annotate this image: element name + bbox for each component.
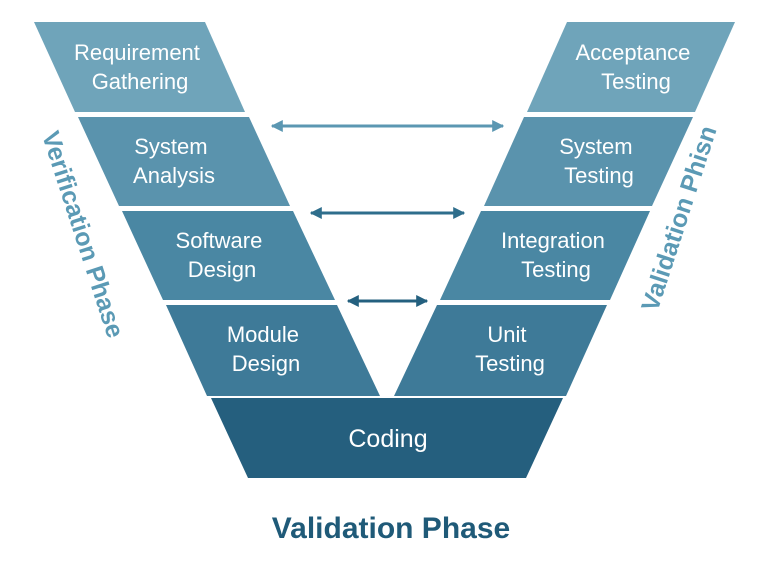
left-stage-module-design: Module Design bbox=[166, 305, 380, 396]
left-stage-1-shape bbox=[34, 22, 245, 112]
coding-stage: Coding bbox=[211, 398, 563, 478]
left-stage-1-label: Requirement Gathering bbox=[74, 40, 206, 94]
right-stage-3-shape bbox=[440, 211, 650, 300]
coding-stage-label: Coding bbox=[348, 425, 427, 453]
coding-stage-shape bbox=[211, 398, 563, 478]
left-stage-4-shape bbox=[166, 305, 380, 396]
right-stage-system-testing: System Testing bbox=[484, 117, 693, 206]
validation-phase-title: Validation Phase bbox=[272, 512, 510, 545]
left-stage-requirement-gathering: Requirement Gathering bbox=[34, 22, 245, 112]
right-stage-3-label: Integration Testing bbox=[501, 228, 611, 282]
left-stage-3-label: Software Design bbox=[176, 228, 269, 282]
right-stage-integration-testing: Integration Testing bbox=[440, 211, 650, 300]
right-stage-1-label: Acceptance Testing bbox=[575, 40, 696, 94]
left-stage-4-label: Module Design bbox=[227, 322, 305, 376]
left-stage-2-label: System Analysis bbox=[133, 134, 215, 188]
right-stage-2-label: System Testing bbox=[559, 134, 638, 188]
right-stage-4-shape bbox=[394, 305, 607, 396]
left-stage-software-design: Software Design bbox=[122, 211, 335, 300]
right-stage-acceptance-testing: Acceptance Testing bbox=[527, 22, 735, 112]
right-stage-unit-testing: Unit Testing bbox=[394, 305, 607, 396]
left-stage-3-shape bbox=[122, 211, 335, 300]
right-stage-4-label: Unit Testing bbox=[475, 322, 545, 376]
left-stage-system-analysis: System Analysis bbox=[78, 117, 290, 206]
right-stage-2-shape bbox=[484, 117, 693, 206]
right-stage-1-shape bbox=[527, 22, 735, 112]
left-stage-2-shape bbox=[78, 117, 290, 206]
